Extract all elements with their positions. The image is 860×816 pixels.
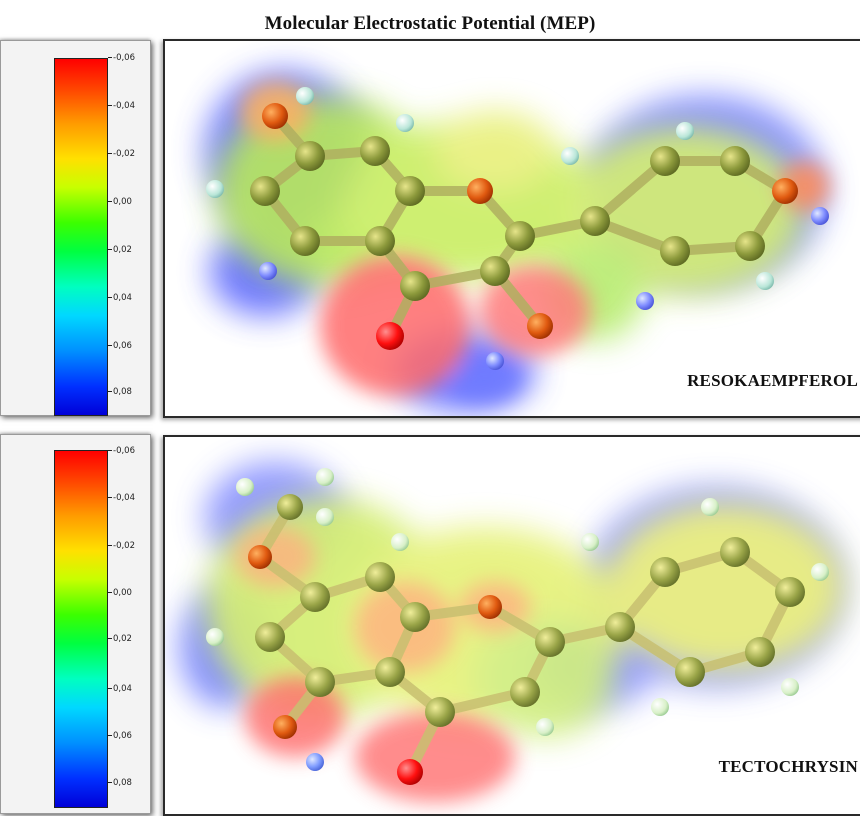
tick-label: -0,06 [108,52,148,64]
molecule-viewer: RESOKAEMPFEROL [163,39,860,418]
color-legend: -0,06 -0,04 -0,02 0,00 0,02 0,04 0,06 0,… [0,434,151,814]
molecule-name: TECTOCHRYSIN [718,757,858,776]
mep-surface-tectochrysin [180,462,845,802]
tick-label: -0,04 [108,100,148,112]
mep-surface-resokaempferol [205,71,830,411]
colorbar [54,450,108,808]
tick-label: 0,06 [108,340,148,352]
tick-label: -0,02 [108,540,148,552]
tick-label: -0,02 [108,148,148,160]
tick-label: -0,06 [108,445,148,457]
tick-label: -0,04 [108,492,148,504]
tick-label: 0,08 [108,777,148,789]
tick-label: 0,00 [108,587,148,599]
tick-label: 0,02 [108,633,148,645]
molecule-name: RESOKAEMPFEROL [687,371,858,390]
tick-label: 0,02 [108,244,148,256]
figure-title: Molecular Electrostatic Potential (MEP) [264,13,596,34]
panel-resokaempferol: -0,06 -0,04 -0,02 0,00 0,02 0,04 0,06 0,… [0,38,860,418]
color-legend: -0,06 -0,04 -0,02 0,00 0,02 0,04 0,06 0,… [0,40,151,416]
tick-label: 0,04 [108,683,148,695]
tick-label: 0,06 [108,730,148,742]
colorbar [54,58,108,416]
tick-label: 0,04 [108,292,148,304]
molecule-viewer: TECTOCHRYSIN [163,435,860,816]
tick-label: 0,00 [108,196,148,208]
panel-tectochrysin: -0,06 -0,04 -0,02 0,00 0,02 0,04 0,06 0,… [0,432,860,816]
tick-label: 0,08 [108,386,148,398]
